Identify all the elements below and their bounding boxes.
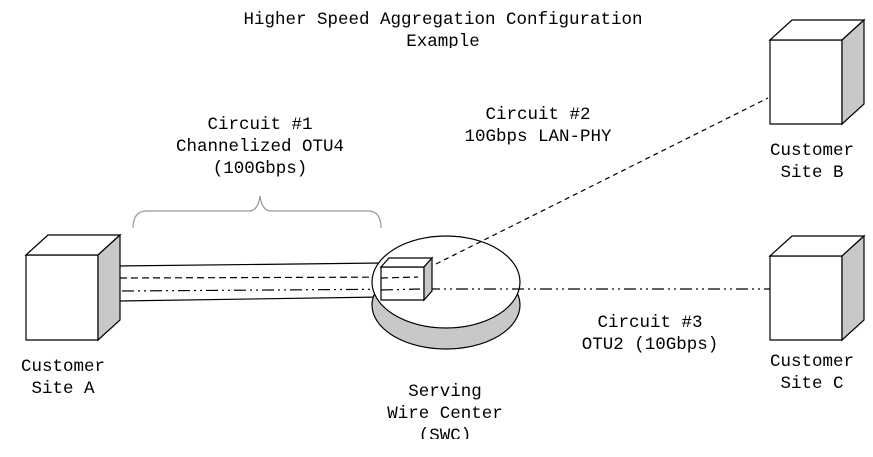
site-b-face [769, 39, 843, 125]
swc-label: Serving Wire Center (SWC) [350, 381, 540, 439]
site-a-label-line-1: Customer [20, 357, 105, 377]
equipment-side [423, 256, 433, 302]
circuit-1-speed: (100Gbps) [212, 159, 308, 179]
swc-label-line-2: Wire Center [387, 404, 503, 424]
circuit-1-name: Circuit #1 [207, 115, 313, 135]
site-c-label-line-2: Site C [780, 374, 844, 394]
equipment-dashed-line [380, 276, 419, 279]
site-c-side [841, 234, 865, 342]
swc-label-line-3: (SWC) [418, 426, 472, 439]
site-c-cube [768, 234, 866, 342]
circuit-2-type: 10Gbps LAN-PHY [464, 127, 612, 147]
site-a-label: Customer Site A [0, 356, 126, 400]
bundle-outer-top [117, 262, 386, 267]
swc-equipment-box [379, 256, 434, 302]
circuit-2-name: Circuit #2 [485, 105, 591, 125]
site-c-label: Customer Site C [752, 351, 872, 395]
bundle-outer-bottom [119, 296, 383, 302]
circuit-1-brace [132, 195, 382, 229]
site-b-label-line-1: Customer [769, 141, 854, 161]
site-b-label-line-2: Site B [780, 163, 844, 183]
circuit-3-name: Circuit #3 [597, 313, 703, 333]
circuit-2-label: Circuit #2 10Gbps LAN-PHY [410, 104, 666, 148]
circuit-1-type: Channelized OTU4 [175, 137, 345, 157]
site-c-label-line-1: Customer [769, 352, 854, 372]
site-b-cube [768, 18, 866, 126]
site-b-side [841, 18, 865, 126]
circuit-1-bundle [117, 262, 421, 302]
circuit-3-label: Circuit #3 OTU2 (10Gbps) [530, 312, 770, 356]
equipment-top [379, 257, 434, 268]
swc-label-line-1: Serving [408, 382, 482, 402]
site-b-label: Customer Site B [752, 140, 872, 184]
site-a-face [25, 254, 99, 341]
bundle-dashdot-line [121, 288, 421, 292]
bundle-dashed-line [119, 276, 419, 279]
site-a-cube [24, 233, 122, 342]
title-line-1: Higher Speed Aggregation Configuration [243, 10, 643, 30]
circuit-2-line [427, 97, 769, 269]
circuit-1-label: Circuit #1 Channelized OTU4 (100Gbps) [110, 114, 410, 180]
equipment-dashdot-line [380, 288, 421, 291]
title-line-2: Example [406, 32, 480, 48]
circuit-3-type: OTU2 (10Gbps) [581, 335, 719, 355]
diagram-title: Higher Speed Aggregation Configuration E… [120, 9, 766, 48]
site-a-side [97, 233, 121, 342]
site-c-face [769, 255, 843, 341]
site-a-label-line-2: Site A [31, 379, 95, 399]
equipment-face [380, 266, 425, 301]
